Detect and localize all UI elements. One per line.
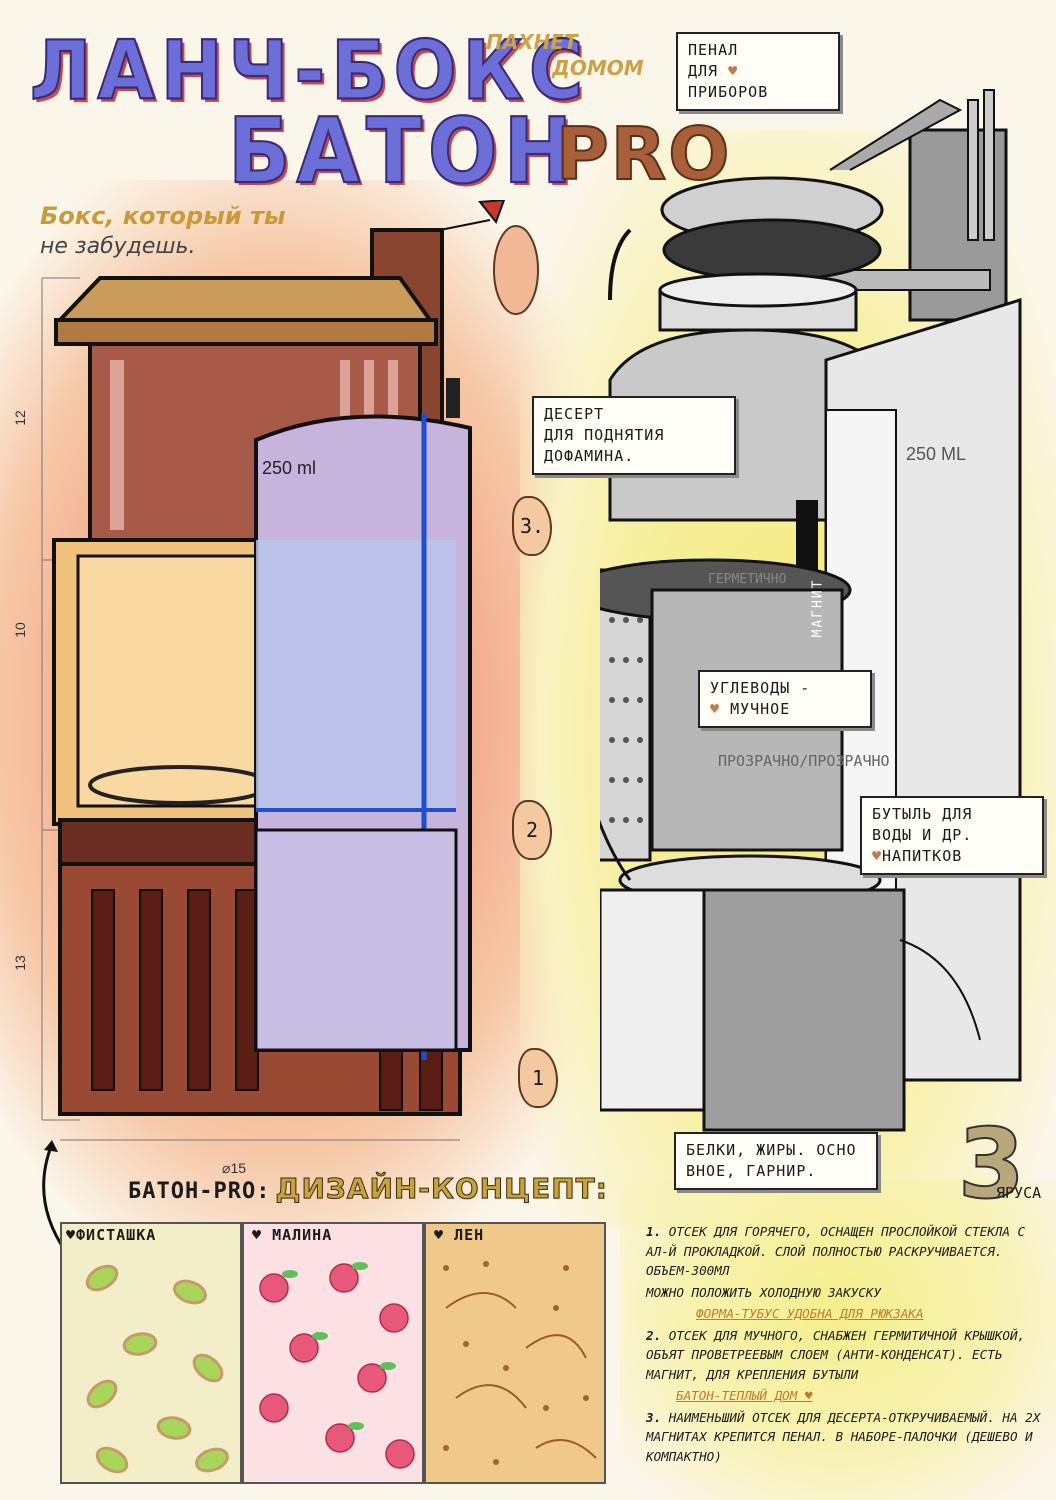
curved-arrow-icon [42,1140,68,1253]
pencil-case-label: ПЕНАЛ ДЛЯ ♥ ПРИБОРОВ [676,32,840,111]
diameter-icon: ⌀ [222,1160,231,1176]
tiers-word: ЯРУСА [996,1184,1042,1202]
title-pro: PRO [555,111,732,197]
assembled-lunchbox-drawing [41,200,539,1141]
carbs-line1: УГЛЕВОДЫ - [710,679,811,697]
note-1-extra: МОЖНО ПОЛОЖИТЬ ХОЛОДНУЮ ЗАКУСКУ [646,1284,882,1300]
dimension-bottom: 13 [11,955,28,971]
bottle-line2: ВОДЫ И ДР. [872,826,973,844]
tagline-line1: Бокс, который ты [40,202,286,230]
step-badge-2: 2 [512,800,552,860]
carbs-label: УГЛЕВОДЫ - ♥ МУЧНОЕ [698,670,872,728]
note-3-number: 3. [646,1409,662,1425]
hermetic-label: ГЕРМЕТИЧНО [708,572,787,587]
step-badge-3: 3. [512,496,552,556]
bottle-line3: ♥НАПИТКОВ [872,846,1032,867]
proteins-label: БЕЛКИ, ЖИРЫ. ОСНО ВНОЕ, ГАРНИР. [674,1132,878,1190]
carbs-line2-text: МУЧНОЕ [730,700,791,718]
swatch-raspberry-label: ♥ МАЛИНА [252,1226,332,1244]
pencil-case-line1: ПЕНАЛ [688,41,739,59]
dessert-line1: ДЕСЕРТ [544,405,605,423]
dimension-diameter: ⌀15 [222,1160,246,1177]
dimension-diameter-value: 15 [230,1160,247,1176]
raspberry-pattern [259,1262,415,1469]
pencil-case-line2-text: ДЛЯ [688,62,719,80]
heart-icon: ♥ [66,1226,77,1244]
tagline-line2: не забудешь. [40,234,196,259]
dessert-line3: ДОФАМИНА. [544,447,635,465]
title-line1: ЛАНЧ-БОКС [29,23,590,120]
volume-label-left: 250 ml [262,458,317,478]
swatch-raspberry: ♥ МАЛИНА [242,1222,424,1484]
concept-prefix: БАТОН-PRO: [128,1179,271,1204]
step-badge-1: 1 [518,1048,558,1108]
magnet-label: МАГНИТ [810,578,826,638]
yellow-notes-wash [620,1180,1056,1500]
note-1-text: ОТСЕК ДЛЯ ГОРЯЧЕГО, ОСНАЩЕН ПРОСЛОЙКОЙ С… [646,1224,1026,1279]
pencil-case-line3: ПРИБОРОВ [688,83,769,101]
heart-icon: ♥ [872,847,883,865]
slogan-line1: ПАХНЕТ [486,30,578,54]
volume-label-right: 250 ML [906,444,967,464]
swatch-pistachio-text: ФИСТАШКА [76,1226,157,1244]
swatch-flax: ♥ ЛЕН [424,1222,606,1484]
heart-icon: ♥ [252,1226,263,1244]
swatch-pistachio-label: ♥ФИСТАШКА [66,1226,156,1244]
dessert-line2: ДЛЯ ПОДНЯТИЯ [544,426,665,444]
flax-pattern [443,1261,597,1465]
slogan-line2: ДОМОМ [552,56,644,80]
note-2-text: ОТСЕК ДЛЯ МУЧНОГО, СНАБЖЕН ГЕРМИТИЧНОЙ К… [646,1327,1026,1382]
heart-icon: ♥ [434,1226,445,1244]
swatch-flax-text: ЛЕН [454,1226,485,1244]
note-1-highlight: ФОРМА-ТУБУС УДОБНА ДЛЯ РЮКЗАКА [696,1306,924,1322]
bottle-line1: БУТЫЛЬ ДЛЯ [872,805,973,823]
note-2: 2. ОТСЕК ДЛЯ МУЧНОГО, СНАБЖЕН ГЕРМИТИЧНО… [646,1326,1052,1385]
proteins-line2: ВНОЕ, ГАРНИР. [686,1162,817,1180]
note-1: 1. ОТСЕК ДЛЯ ГОРЯЧЕГО, ОСНАЩЕН ПРОСЛОЙКО… [646,1222,1052,1281]
dessert-label: ДЕСЕРТ ДЛЯ ПОДНЯТИЯ ДОФАМИНА. [532,396,736,475]
dimension-middle: 10 [11,622,28,638]
heart-icon: ♥ [728,62,739,80]
note-2-number: 2. [646,1327,662,1343]
pencil-case-line2: ДЛЯ ♥ [688,61,828,82]
note-2-highlight: БАТОН-ТЕПЛЫЙ ДОМ ♥ [676,1388,813,1404]
concept-heading: БАТОН-PRO: ДИЗАЙН-КОНЦЕПТ: [128,1172,608,1206]
bottle-label: БУТЫЛЬ ДЛЯ ВОДЫ И ДР. ♥НАПИТКОВ [860,796,1044,875]
title-line2: БАТОН [227,98,579,205]
note-3: 3. НАИМЕНЬШИЙ ОТСЕК ДЛЯ ДЕСЕРТА-ОТКРУЧИВ… [646,1408,1052,1467]
bottle-line3-text: НАПИТКОВ [882,847,963,865]
note-3-text: НАИМЕНЬШИЙ ОТСЕК ДЛЯ ДЕСЕРТА-ОТКРУЧИВАЕМ… [646,1409,1041,1464]
proteins-line1: БЕЛКИ, ЖИРЫ. ОСНО [686,1141,857,1159]
carbs-line2: ♥ МУЧНОЕ [710,699,860,720]
swatch-pistachio: ♥ФИСТАШКА [60,1222,242,1484]
pistachio-pattern [85,1264,229,1474]
heart-icon: ♥ [710,700,721,718]
swatch-raspberry-text: МАЛИНА [272,1226,333,1244]
dimension-top: 12 [11,410,28,426]
description-notes: 1. ОТСЕК ДЛЯ ГОРЯЧЕГО, ОСНАЩЕН ПРОСЛОЙКО… [646,1222,1052,1468]
transparent-label: ПРОЗРАЧНО/ПРОЗРАЧНО [718,752,890,770]
note-1-number: 1. [646,1224,662,1239]
swatch-flax-label: ♥ ЛЕН [434,1226,484,1244]
concept-title: ДИЗАЙН-КОНЦЕПТ: [275,1172,608,1206]
tiers-number: 3 [957,1107,1026,1221]
